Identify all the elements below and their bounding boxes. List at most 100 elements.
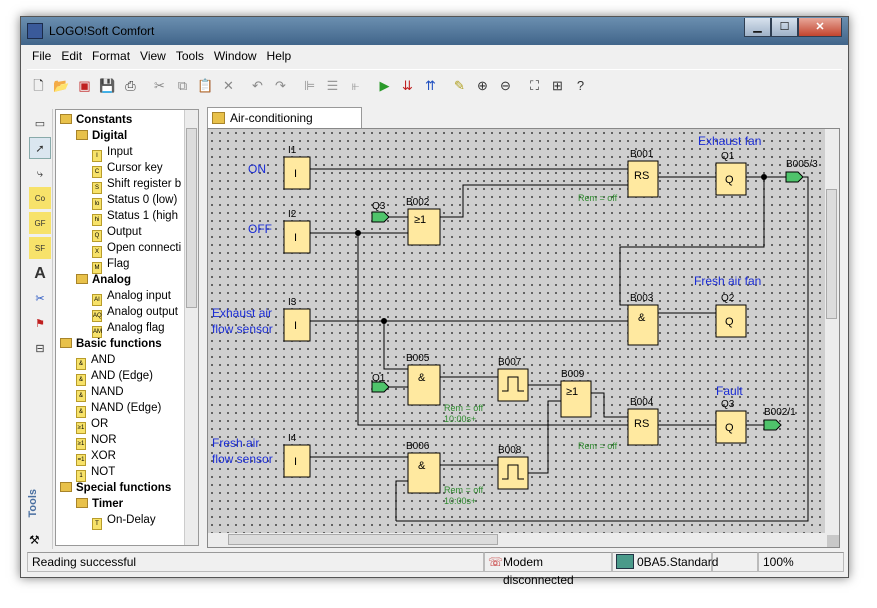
tab-air-conditioning[interactable]: Air-conditioning system.lsc	[207, 107, 362, 145]
block-b008[interactable]: B008 Rem = off 10:00s+	[444, 445, 529, 506]
menu-tools[interactable]: Tools	[175, 49, 204, 63]
block-b009[interactable]: B009 ≥1	[560, 369, 592, 418]
network-icon[interactable]: ⊞	[552, 77, 563, 93]
close-file-icon[interactable]: ▣	[78, 77, 91, 93]
block-b002[interactable]: B002 ≥1	[406, 197, 441, 246]
block-i3[interactable]: I3 I	[283, 297, 311, 342]
tree-item[interactable]: Timer	[76, 496, 123, 512]
block-q3[interactable]: Q3 Q	[715, 399, 747, 444]
menu-view[interactable]: View	[140, 49, 166, 63]
menu-file[interactable]: File	[32, 49, 52, 63]
block-tool-icon[interactable]: ⚑	[35, 318, 45, 330]
align-center-icon[interactable]: ☰	[326, 77, 339, 93]
block-type-icon: ≥1	[76, 422, 86, 434]
menu-help[interactable]: Help	[266, 49, 292, 63]
constants-tool-icon[interactable]: ▭	[34, 118, 46, 130]
circuit-canvas[interactable]: I1 I I2 I I3 I I4 I	[208, 129, 827, 535]
block-q2[interactable]: Q2 Q	[715, 293, 747, 338]
open-icon[interactable]: 📂	[53, 77, 70, 93]
pin-icon[interactable]: ⚒	[29, 533, 40, 547]
tree-item[interactable]: Constants	[60, 112, 132, 128]
undo-icon[interactable]: ↶	[252, 77, 263, 93]
upload-icon[interactable]: ⇈	[425, 77, 436, 93]
block-i1[interactable]: I1 I	[283, 145, 311, 190]
connector-q3-ref[interactable]: Q3	[371, 201, 390, 223]
fit-icon[interactable]: ⛶	[529, 77, 540, 93]
gf-tool-icon[interactable]: GF	[29, 212, 51, 234]
redo-icon[interactable]: ↷	[275, 77, 286, 93]
tree-scrollbar[interactable]	[184, 110, 198, 545]
menu-format[interactable]: Format	[92, 49, 131, 63]
tree-item[interactable]: &NAND (Edge)	[76, 400, 161, 418]
block-b001[interactable]: B001 RS Rem = off	[578, 149, 659, 203]
block-b007[interactable]: B007 Rem = off 10:00s+	[444, 357, 529, 424]
simulation-icon[interactable]: ▶	[379, 77, 390, 93]
minimize-button[interactable]: ▁	[744, 18, 771, 37]
align-right-icon[interactable]: ⫦	[351, 77, 360, 93]
maximize-button[interactable]: ☐	[771, 18, 798, 37]
block-b003[interactable]: B003 &	[627, 293, 659, 346]
close-button[interactable]: ✕	[798, 18, 842, 37]
menu-window[interactable]: Window	[213, 49, 257, 63]
block-b006[interactable]: B006 &	[406, 441, 441, 494]
tree-scroll-thumb[interactable]	[186, 128, 197, 308]
delete-icon[interactable]: ✕	[223, 77, 234, 93]
save-icon[interactable]: 💾	[99, 77, 116, 93]
canvas-hscroll-thumb[interactable]	[228, 534, 498, 545]
block-i2[interactable]: I2 I	[283, 209, 311, 254]
copy-icon[interactable]: ⧉	[177, 77, 188, 93]
block-i4[interactable]: I4 I	[283, 433, 311, 478]
new-icon[interactable]: 🗋	[33, 77, 44, 93]
tree-item[interactable]: &NAND	[76, 384, 124, 402]
print-icon[interactable]: ⎙	[125, 77, 136, 93]
sf-tool-icon[interactable]: SF	[29, 237, 51, 259]
zoom-out-icon[interactable]: ⊖	[500, 77, 511, 93]
tree-item[interactable]: &AND (Edge)	[76, 368, 153, 386]
select-pointer-icon[interactable]: ➚	[29, 137, 51, 159]
menu-edit[interactable]: Edit	[61, 49, 83, 63]
connector-b005-ref[interactable]: B005/3	[785, 159, 818, 183]
canvas-horizontal-scrollbar[interactable]	[208, 533, 827, 547]
title-bar[interactable]: LOGO!Soft Comfort ▁ ☐ ✕	[21, 17, 848, 45]
text-tool-icon[interactable]: A	[34, 265, 46, 282]
co-tool-icon[interactable]: Co	[29, 187, 51, 209]
download-icon[interactable]: ⇊	[402, 77, 413, 93]
zoom-in-icon[interactable]: ⊕	[477, 77, 488, 93]
connector-q1-ref[interactable]: Q1	[371, 373, 390, 393]
tree-item[interactable]: &AND	[76, 352, 115, 370]
block-b005[interactable]: B005 &	[406, 353, 441, 406]
canvas-vscroll-thumb[interactable]	[826, 189, 837, 319]
help-icon[interactable]: ?	[576, 77, 585, 93]
tree-item[interactable]: Basic functions	[60, 336, 162, 352]
align-left-icon[interactable]: ⊫	[303, 77, 316, 93]
block-b004[interactable]: B004 RS Rem = off	[578, 397, 659, 451]
connector-b002-ref[interactable]: B002/1	[763, 407, 796, 431]
tree-item[interactable]: Analog	[76, 272, 131, 288]
tree-item[interactable]: Special functions	[60, 480, 171, 496]
cut-connection-icon[interactable]: ✂	[35, 293, 45, 305]
cut-icon[interactable]: ✂	[154, 77, 165, 93]
network-tool-icon[interactable]: ⊟	[35, 343, 45, 355]
pen-icon[interactable]: ✎	[454, 77, 465, 93]
block-q1[interactable]: Q1 Q	[715, 151, 747, 196]
paste-icon[interactable]: 📋	[197, 77, 214, 93]
tree-item[interactable]: Digital	[76, 128, 127, 144]
canvas-vertical-scrollbar[interactable]	[825, 129, 839, 535]
connect-tool-icon[interactable]: ⤷	[36, 168, 44, 180]
